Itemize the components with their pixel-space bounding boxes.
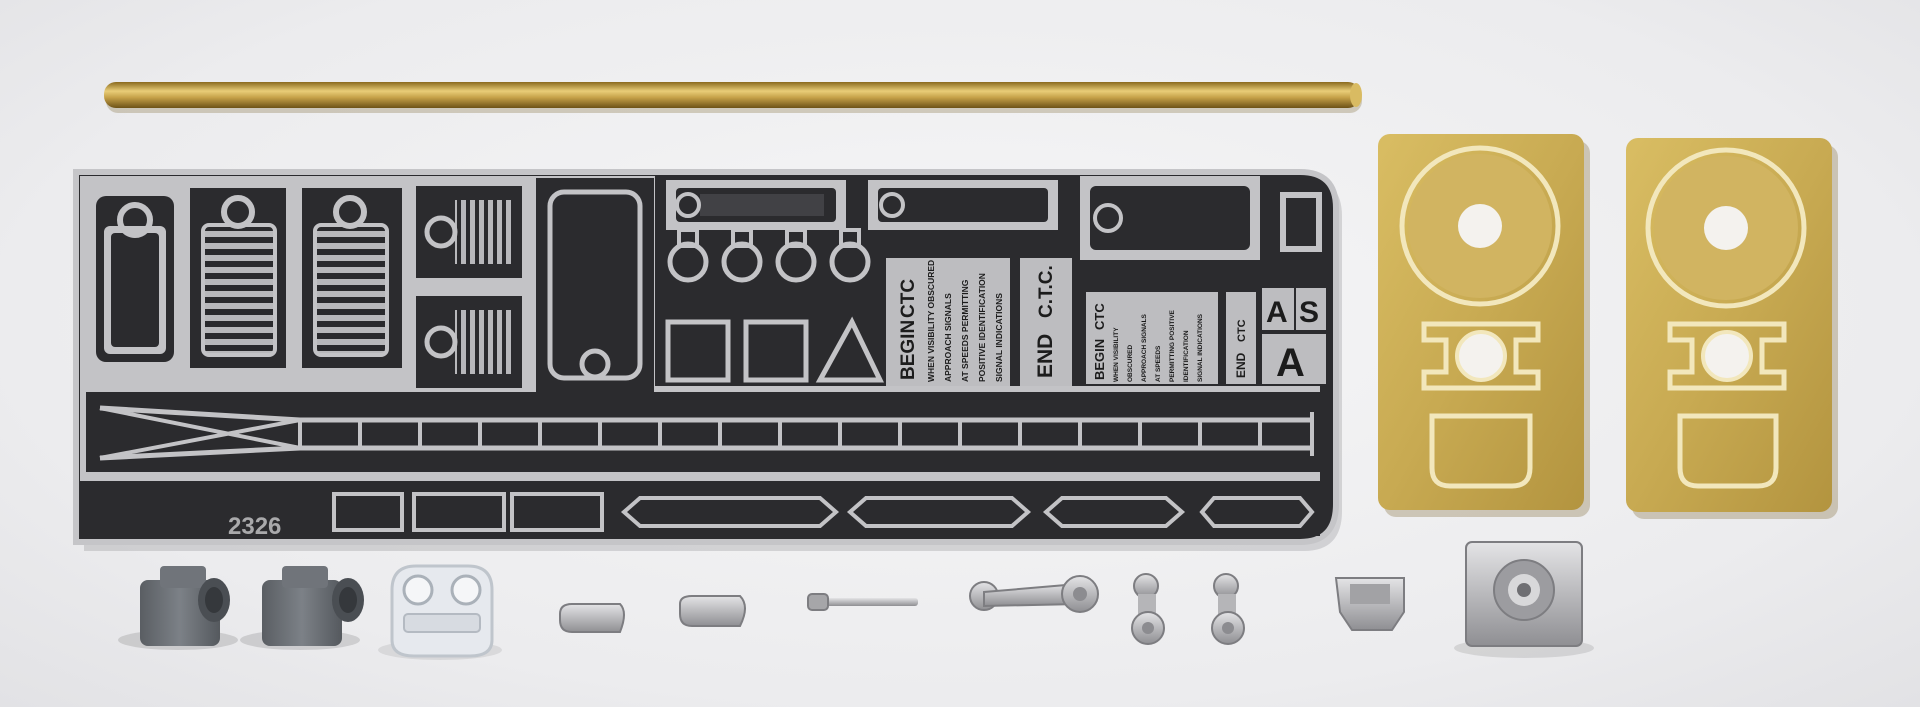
sign-begin-small-line-2: OBSCURED xyxy=(1127,344,1134,382)
fret-bottom-plates: 2326 xyxy=(86,484,1320,540)
sign-letter-plates: A S A xyxy=(1262,288,1326,385)
fret-ladder xyxy=(86,392,1320,472)
metal-clip-2 xyxy=(679,595,746,627)
ladder-rungs xyxy=(298,412,1314,456)
plate-letter-a-large: A xyxy=(1276,341,1305,385)
sign-begin-small-line-7: SIGNAL INDICATIONS xyxy=(1197,313,1204,382)
metal-bracket-2 xyxy=(1211,573,1245,645)
fret-tag-plate-3 xyxy=(1080,176,1322,260)
sign-begin-small-title: BEGIN xyxy=(1092,339,1107,380)
sign-end-small-ctc: CTC xyxy=(1236,319,1248,342)
fret-loop-frame xyxy=(96,196,174,362)
grey-plastic-part-2 xyxy=(240,566,364,650)
sign-end-ctc-small: END CTC xyxy=(1226,292,1256,384)
sign-begin-small-line-5: PERMITTING POSITIVE xyxy=(1169,309,1176,382)
metal-block xyxy=(1334,577,1405,631)
fret-part-number: 2326 xyxy=(228,513,281,540)
clear-plastic-part xyxy=(378,564,502,660)
sign-begin-large-line-1: WHEN VISIBILITY OBSCURED xyxy=(926,260,936,382)
plate-letter-s: S xyxy=(1299,296,1319,329)
metal-base-casting xyxy=(1454,541,1594,658)
sign-end-ctc-large: END C.T.C. xyxy=(1020,258,1072,386)
sign-begin-large-line-3: AT SPEEDS PERMITTING xyxy=(960,279,970,382)
fret-tag-plate-2 xyxy=(868,180,1058,230)
sign-end-large-ctc: C.T.C. xyxy=(1036,265,1057,318)
fret-small-grille-bottom xyxy=(416,296,522,388)
grey-plastic-part-1 xyxy=(118,566,238,650)
plate-letter-a: A xyxy=(1266,296,1288,329)
sign-end-small-title: END xyxy=(1234,352,1248,378)
sign-begin-large-line-2: APPROACH SIGNALS xyxy=(943,293,953,382)
sign-begin-large-line-4: POSITIVE IDENTIFICATION xyxy=(977,273,987,382)
sign-begin-large-line-5: SIGNAL INDICATIONS xyxy=(994,293,1004,382)
fret-grille-left xyxy=(190,188,286,368)
sign-begin-ctc-large: BEGIN CTC WHEN VISIBILITY OBSCURED APPRO… xyxy=(886,258,1010,386)
brass-fret-right xyxy=(1626,138,1838,519)
brass-fret-left xyxy=(1378,134,1590,517)
sign-begin-small-ctc: CTC xyxy=(1092,303,1107,330)
fret-grille-right xyxy=(302,188,402,368)
fret-tall-tag xyxy=(536,178,654,392)
sign-begin-ctc-small: BEGIN CTC WHEN VISIBILITY OBSCURED APPRO… xyxy=(1086,292,1218,384)
metal-lever xyxy=(969,575,1099,613)
sign-begin-small-line-6: IDENTIFICATION xyxy=(1183,330,1190,382)
metal-clip-1 xyxy=(559,603,625,633)
sign-begin-small-line-3: APPROACH SIGNALS xyxy=(1141,313,1148,382)
sign-end-large-title: END xyxy=(1034,334,1057,378)
metal-bracket-1 xyxy=(1131,573,1165,645)
sign-begin-large-ctc: CTC xyxy=(898,279,919,318)
sign-begin-large-title: BEGIN xyxy=(898,320,919,380)
fret-tag-plate-1 xyxy=(666,180,846,230)
fret-small-grille-top xyxy=(416,186,522,278)
fret-keyhole-tags xyxy=(667,228,871,283)
fret-squares-triangle xyxy=(665,316,884,383)
sign-begin-small-line-4: AT SPEEDS xyxy=(1155,345,1162,382)
brass-rod xyxy=(104,82,1362,113)
metal-handle xyxy=(807,593,918,611)
photo-etch-fret: BEGIN CTC WHEN VISIBILITY OBSCURED APPRO… xyxy=(73,169,1342,551)
sign-begin-small-line-1: WHEN VISIBILITY xyxy=(1113,327,1120,382)
